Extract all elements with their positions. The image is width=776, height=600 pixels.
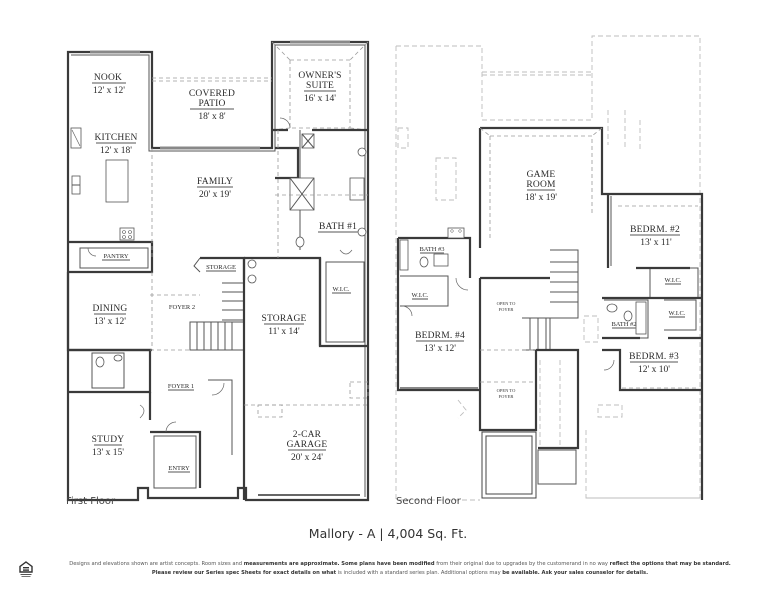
svg-text:12' x 18': 12' x 18': [100, 146, 132, 156]
svg-text:GARAGE: GARAGE: [287, 440, 328, 450]
label-bath1: BATH #1: [319, 222, 357, 232]
svg-text:ROOM: ROOM: [526, 180, 556, 190]
svg-text:PATIO: PATIO: [198, 99, 225, 109]
label-foyer2: FOYER 2: [169, 304, 195, 311]
label-storage-small: STORAGE: [206, 264, 236, 271]
plan-title: Mallory - A | 4,004 Sq. Ft.: [308, 526, 468, 541]
first-floor-stairs: [189, 282, 245, 351]
svg-text:20' x 24': 20' x 24': [291, 453, 323, 463]
svg-text:13' x 12': 13' x 12': [424, 344, 456, 354]
svg-text:11' x 14': 11' x 14': [268, 327, 300, 337]
label-bath3: BATH #3: [419, 246, 444, 253]
label-garage: 2-CAR: [293, 430, 322, 440]
label-owners-suite: OWNER'S: [298, 71, 341, 81]
label-kitchen: KITCHEN: [94, 133, 137, 143]
label-bedroom3: BEDRM. #3: [629, 352, 679, 362]
svg-text:FOYER: FOYER: [499, 394, 514, 399]
label-pantry: PANTRY: [103, 253, 128, 260]
label-wic: W.I.C.: [333, 286, 350, 293]
label-covered-patio: COVERED: [189, 89, 235, 99]
label-study: STUDY: [92, 435, 125, 445]
label-open-to-foyer-1: OPEN TO: [497, 301, 516, 306]
label-entry: ENTRY: [168, 465, 190, 472]
label-wic-b2: W.I.C.: [665, 277, 682, 284]
first-floor-plan: [66, 40, 370, 502]
label-wic-b3: W.I.C.: [669, 310, 686, 317]
label-game-room: GAME: [527, 170, 556, 180]
label-open-to-foyer-2: OPEN TO: [497, 388, 516, 393]
room-labels: NOOK 12' x 12' COVERED PATIO 18' x 8' OW…: [92, 71, 686, 473]
label-wic-b4: W.I.C.: [412, 292, 429, 299]
first-floor-label: First Floor: [66, 496, 116, 507]
disclaimer-line-1: Designs and elevations shown are artist …: [69, 561, 731, 567]
svg-text:12' x 12': 12' x 12': [93, 86, 125, 96]
label-nook: NOOK: [94, 73, 122, 83]
svg-text:18' x 8': 18' x 8': [198, 112, 225, 122]
svg-text:16' x 14': 16' x 14': [304, 94, 336, 104]
label-bedroom4: BEDRM. #4: [415, 331, 465, 341]
second-floor-stairs: [522, 249, 579, 351]
label-dining: DINING: [93, 304, 128, 314]
label-foyer1: FOYER 1: [168, 383, 194, 390]
svg-text:FOYER: FOYER: [499, 307, 514, 312]
label-family: FAMILY: [197, 177, 233, 187]
svg-text:13' x 15': 13' x 15': [92, 448, 124, 458]
second-floor-label: Second Floor: [396, 496, 461, 507]
svg-text:12' x 10': 12' x 10': [638, 365, 670, 375]
svg-text:13' x 11': 13' x 11': [640, 238, 672, 248]
svg-text:SUITE: SUITE: [306, 81, 334, 91]
svg-text:20' x 19': 20' x 19': [199, 190, 231, 200]
equal-housing-opportunity-icon: [19, 561, 33, 577]
svg-text:13' x 12': 13' x 12': [94, 317, 126, 327]
label-storage: STORAGE: [261, 314, 306, 324]
disclaimer-line-2: Please review our Series spec Sheets for…: [151, 570, 649, 576]
label-bedroom2: BEDRM. #2: [630, 225, 680, 235]
label-bath2: BATH #2: [611, 321, 636, 328]
svg-text:18' x 19': 18' x 19': [525, 193, 557, 203]
second-floor-plan: [395, 35, 704, 501]
